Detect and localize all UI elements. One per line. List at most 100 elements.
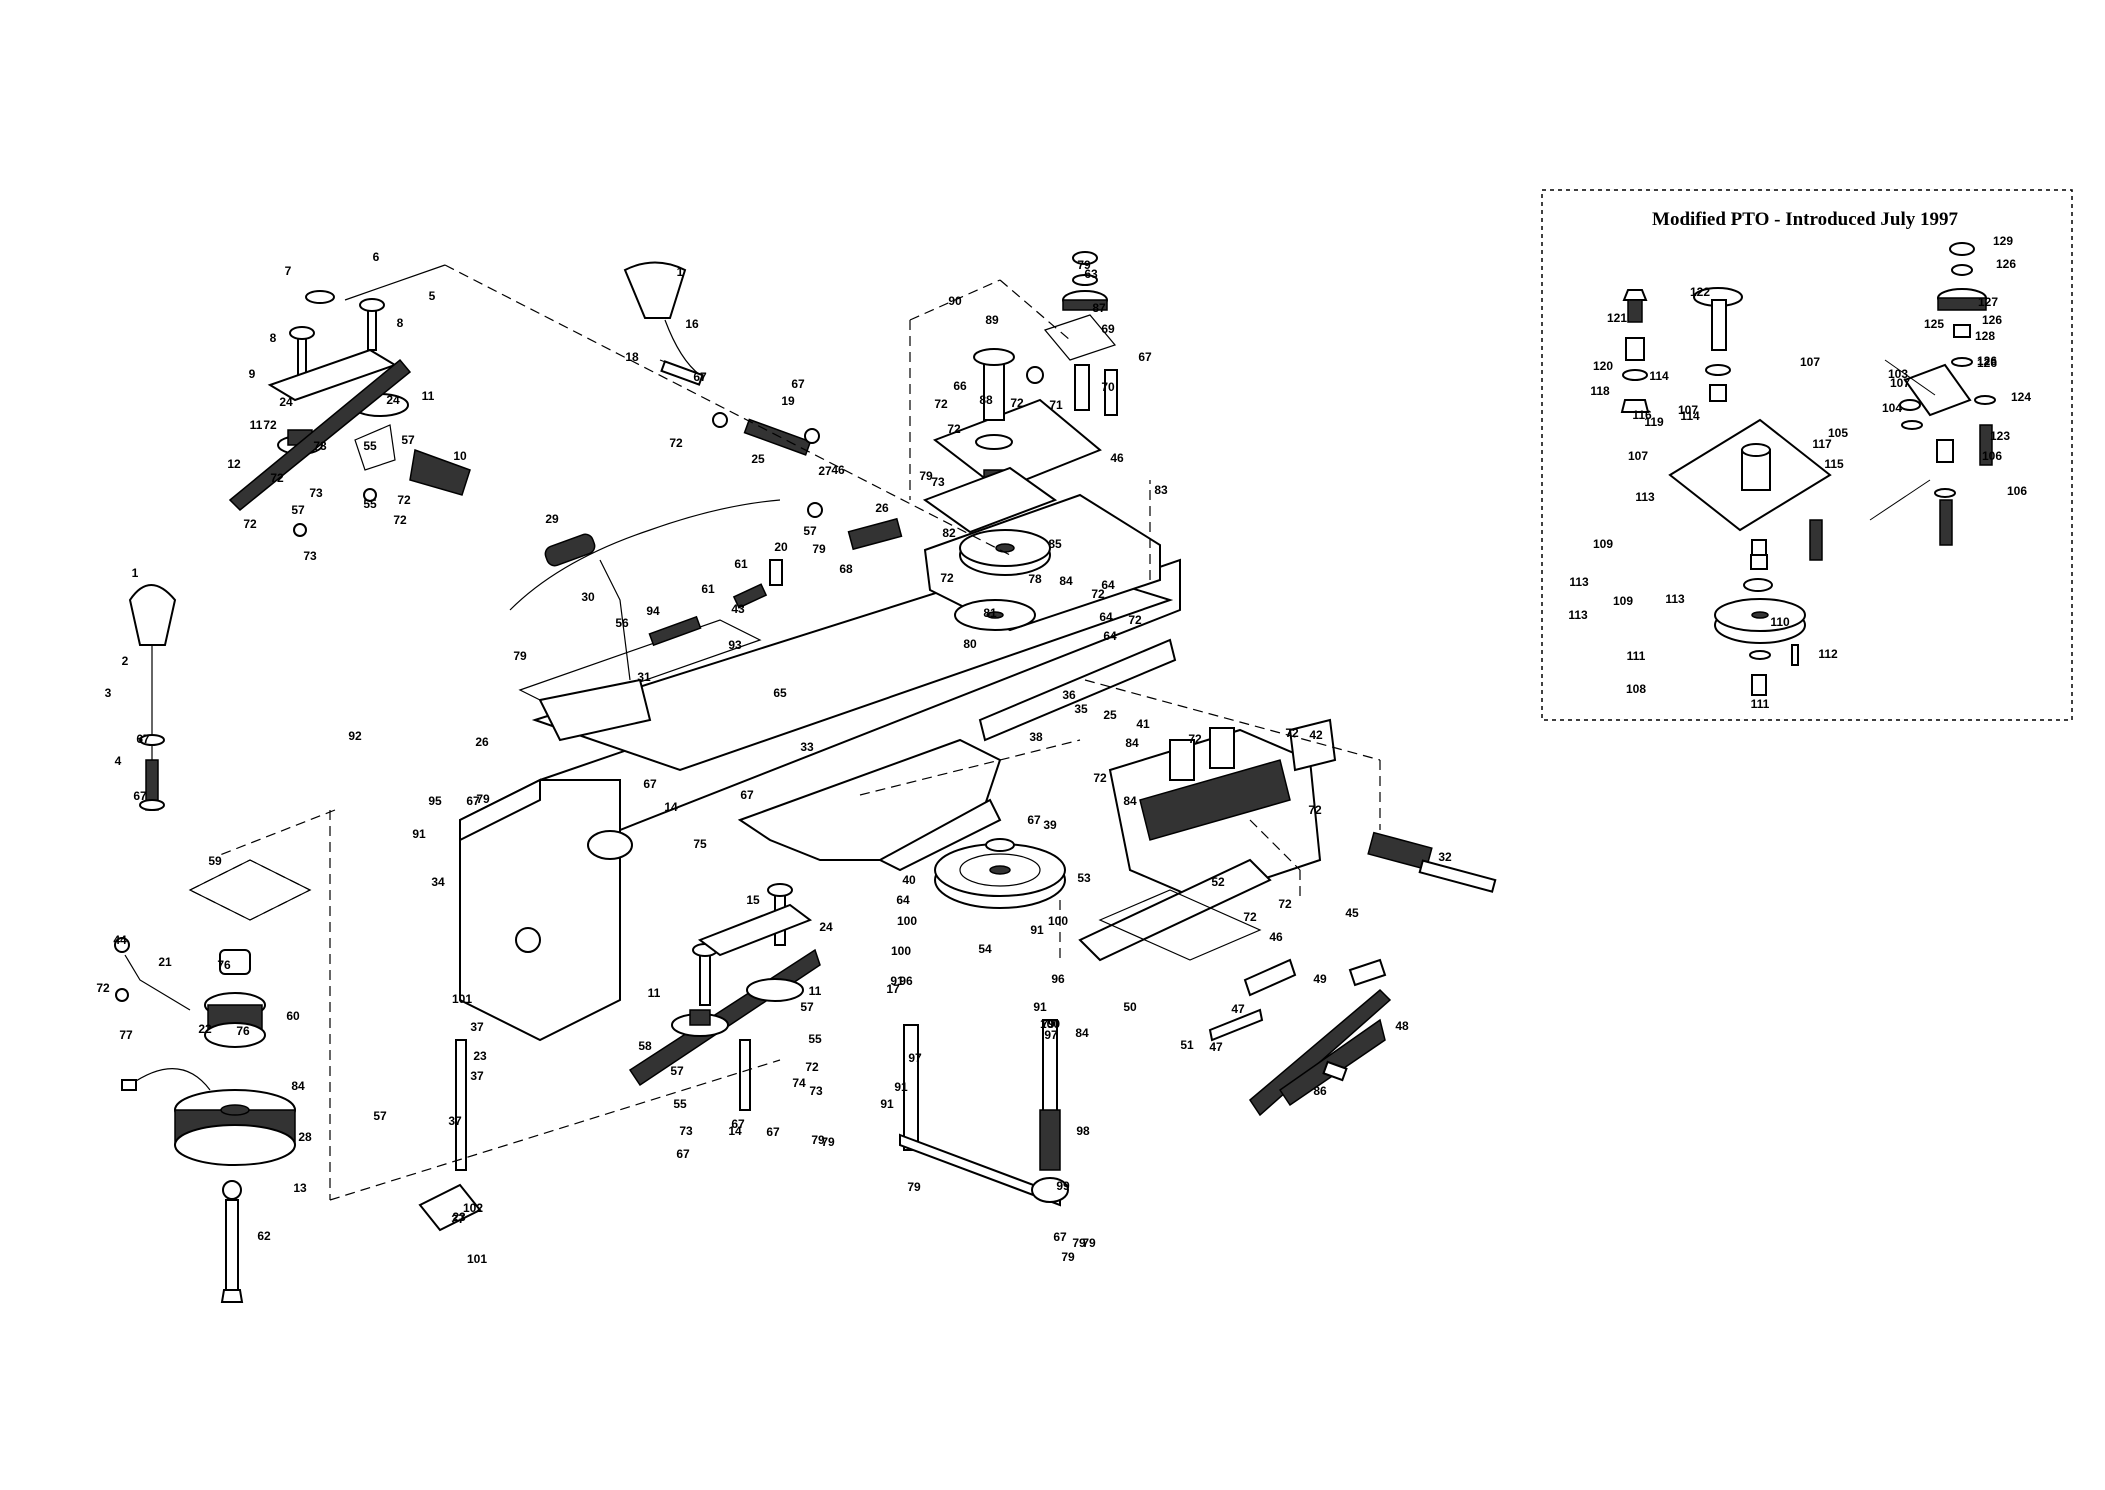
callout-label: 96 [899, 974, 913, 988]
callout-label: 91 [412, 827, 426, 841]
callout-label: 42 [1309, 728, 1323, 742]
callout-label: 27 [818, 464, 832, 478]
callout-label: 66 [953, 379, 967, 393]
callout-label: 98 [1076, 1124, 1090, 1138]
inset-title: Modified PTO - Introduced July 1997 [1652, 209, 1958, 230]
callout-label: 37 [451, 1212, 465, 1226]
callout-label: 19 [781, 394, 795, 408]
callout-label: 72 [669, 436, 683, 450]
callout-label: 109 [1613, 594, 1633, 608]
callout-label: 35 [1074, 702, 1088, 716]
callout-label: 72 [397, 493, 411, 507]
callout-label: 91 [890, 974, 904, 988]
callout-label: 119 [1644, 415, 1664, 429]
callout-label: 128 [1975, 329, 1995, 343]
callout-label: 6 [373, 250, 380, 264]
callout-label: 1 [132, 566, 139, 580]
callout-label: 68 [839, 562, 853, 576]
callout-label: 106 [1982, 449, 2002, 463]
callout-label: 8 [397, 316, 404, 330]
callout-label: 113 [1665, 592, 1685, 606]
callout-label: 105 [1828, 426, 1848, 440]
front-lower-idlers [628, 883, 821, 1111]
callout-label: 90 [948, 294, 962, 308]
callout-label: 125 [1924, 317, 1944, 331]
callout-label: 69 [1101, 322, 1115, 336]
callout-label: 24 [279, 395, 293, 409]
callout-label: 113 [1635, 490, 1655, 504]
callout-label: 34 [431, 875, 445, 889]
callout-label: 72 [1285, 726, 1299, 740]
callout-label: 10 [453, 449, 467, 463]
callout-label: 50 [1123, 1000, 1137, 1014]
callout-label: 67 [1053, 1230, 1067, 1244]
callout-label: 73 [303, 549, 317, 563]
callout-label: 85 [1048, 537, 1062, 551]
callout-label: 72 [263, 418, 277, 432]
callout-label: 3 [105, 686, 112, 700]
callout-label: 33 [800, 740, 814, 754]
callout-label: 9 [249, 367, 256, 381]
callout-label: 72 [393, 513, 407, 527]
callout-label: 79 [1041, 1017, 1055, 1031]
callout-label: 99 [1056, 1179, 1070, 1193]
callout-label: 96 [1051, 972, 1065, 986]
callout-label: 13 [293, 1181, 307, 1195]
callout-label: 76 [236, 1024, 250, 1038]
callout-label: 24 [819, 920, 833, 934]
callout-label: 70 [1101, 380, 1115, 394]
callout-label: 79 [513, 649, 527, 663]
callout-label: 79 [812, 542, 826, 556]
callout-label: 14 [728, 1124, 742, 1138]
callout-label: 4 [115, 754, 122, 768]
callout-label: 64 [1103, 629, 1117, 643]
callout-label: 100 [1048, 914, 1068, 928]
callout-label: 80 [963, 637, 977, 651]
callout-label: 111 [1751, 697, 1770, 711]
callout-label: 101 [452, 992, 472, 1006]
callout-label: 61 [734, 557, 748, 571]
callout-label: 115 [1824, 457, 1844, 471]
callout-label: 126 [1977, 356, 1997, 370]
upper-left-idler-assembly [228, 264, 471, 537]
callout-label: 72 [1308, 803, 1322, 817]
drive-pulley [934, 838, 1066, 909]
callout-label: 77 [119, 1028, 133, 1042]
callout-label: 25 [751, 452, 765, 466]
callout-label: 93 [728, 638, 742, 652]
callout-label: 49 [1313, 972, 1327, 986]
callout-label: 67 [766, 1125, 780, 1139]
callout-label: 44 [113, 933, 127, 947]
callout-label: 78 [1028, 572, 1042, 586]
callout-label: 83 [1154, 483, 1168, 497]
callout-label: 72 [1093, 771, 1107, 785]
callout-label: 110 [1770, 615, 1790, 629]
callout-label: 67 [693, 370, 707, 384]
callout-label: 67 [133, 789, 147, 803]
callout-label: 26 [475, 735, 489, 749]
callout-label: 52 [1211, 875, 1225, 889]
callout-label: 126 [1982, 313, 2002, 327]
callout-label: 73 [679, 1124, 693, 1138]
callout-label: 57 [800, 1000, 814, 1014]
callout-label: 71 [1049, 398, 1063, 412]
callout-label: 72 [243, 517, 257, 531]
callout-label: 17 [886, 982, 900, 996]
callout-label: 11 [809, 984, 822, 998]
callout-label: 31 [637, 670, 651, 684]
shift-lever-linkage [509, 261, 903, 742]
callout-label: 23 [473, 1049, 487, 1063]
callout-label: 67 [1027, 813, 1041, 827]
callout-label: 114 [1680, 409, 1700, 423]
callout-label: 57 [373, 1109, 387, 1123]
callout-label: 116 [1632, 408, 1652, 422]
callout-label: 100 [897, 914, 917, 928]
callout-label: 84 [1125, 736, 1139, 750]
callout-label: 120 [1593, 359, 1613, 373]
callout-label: 126 [1977, 354, 1997, 368]
callout-label: 55 [673, 1097, 687, 1111]
callout-label: 89 [985, 313, 999, 327]
callout-label: 46 [1269, 930, 1283, 944]
callout-label: 67 [136, 732, 150, 746]
